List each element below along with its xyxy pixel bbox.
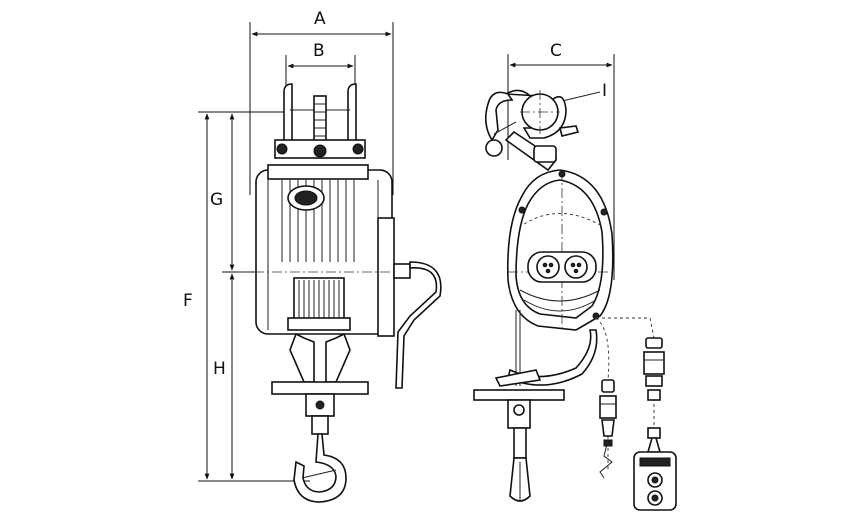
dimension-i: I bbox=[557, 81, 607, 103]
top-hanger bbox=[274, 83, 366, 159]
top-hook bbox=[484, 89, 580, 172]
motor-housing bbox=[236, 164, 400, 337]
side-bottom-block bbox=[473, 310, 598, 502]
label-b: B bbox=[313, 41, 325, 61]
socket-outlets bbox=[527, 251, 597, 283]
label-a: A bbox=[314, 9, 326, 29]
plug-right bbox=[643, 337, 665, 439]
front-view: A B F G H bbox=[183, 9, 442, 503]
side-view: C I bbox=[473, 41, 677, 511]
dimension-b: B bbox=[285, 41, 356, 100]
dimension-a: A bbox=[249, 9, 394, 195]
pendant-control bbox=[633, 437, 677, 511]
side-housing bbox=[506, 169, 614, 331]
label-c: C bbox=[550, 41, 562, 61]
label-f: F bbox=[183, 291, 193, 311]
rope-drum bbox=[287, 277, 351, 331]
brand-plate bbox=[287, 185, 325, 211]
power-cable-gland bbox=[393, 261, 442, 389]
hook-block bbox=[271, 332, 369, 503]
label-h: H bbox=[213, 359, 226, 379]
plug-left bbox=[599, 379, 617, 479]
dimension-vertical: F G H bbox=[183, 111, 310, 482]
label-i: I bbox=[602, 81, 607, 101]
label-g: G bbox=[210, 190, 223, 210]
